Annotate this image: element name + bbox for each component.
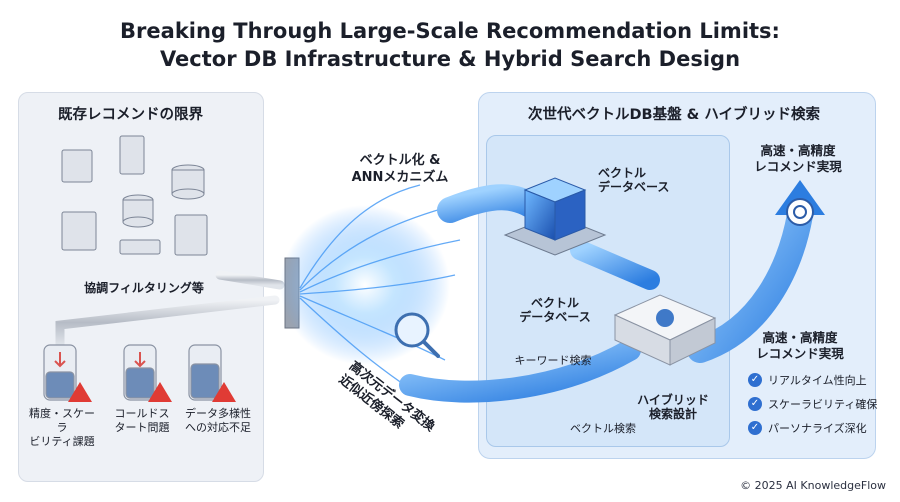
check-icon: ✓ (748, 373, 762, 387)
benefit-item: ✓ スケーラビリティ確保 (748, 396, 877, 412)
flow-pipes (399, 184, 813, 403)
hybrid-search-engine-icon (613, 294, 717, 366)
title-line-1: Breaking Through Large-Scale Recommendat… (120, 19, 780, 43)
magnifier-icon (394, 312, 430, 348)
title-line-2: Vector DB Infrastructure & Hybrid Search… (159, 47, 741, 71)
benefit-item: ✓ リアルタイム性向上 (748, 372, 867, 388)
down-arrow-icons (54, 352, 146, 368)
vector-db-cube-icon (503, 177, 607, 256)
keyword-search-label: キーワード検索 (514, 354, 592, 367)
copyright: © 2025 AI KnowledgeFlow (740, 479, 886, 492)
flask-label-1: 精度・スケーラビリティ課題 (29, 407, 95, 448)
servers-label: 協調フィルタリング等 (84, 281, 204, 295)
server-cluster-icon (61, 135, 208, 256)
vector-db-top-label: ベクトルデータベース (598, 166, 670, 194)
flask-label-3: データ多様性への対応不足 (185, 407, 251, 434)
next-gen-heading: 次世代ベクトルDB基盤 & ハイブリッド検索 (528, 107, 821, 123)
result-heading: 高速・高精度レコメンド実現 (756, 330, 844, 361)
hybrid-search-label: ハイブリッド検索設計 (637, 393, 709, 421)
vector-search-label: ベクトル検索 (570, 422, 636, 435)
legacy-heading: 既存レコメンドの限界 (58, 107, 203, 123)
target-icon (786, 198, 814, 226)
flask-icons (43, 344, 222, 401)
vectorization-label: ベクトル化 &ANNメカニズム (351, 153, 449, 185)
legacy-pipes (55, 270, 285, 350)
vector-db-mid-label: ベクトルデータベース (519, 296, 591, 324)
benefit-item: ✓ パーソナライズ深化 (748, 420, 867, 436)
check-icon: ✓ (748, 397, 762, 411)
check-icon: ✓ (748, 421, 762, 435)
arrow-result-label: 高速・高精度レコメンド実現 (754, 143, 842, 174)
flask-label-2: コールドスタート問題 (114, 407, 170, 434)
warning-icons (68, 382, 236, 402)
